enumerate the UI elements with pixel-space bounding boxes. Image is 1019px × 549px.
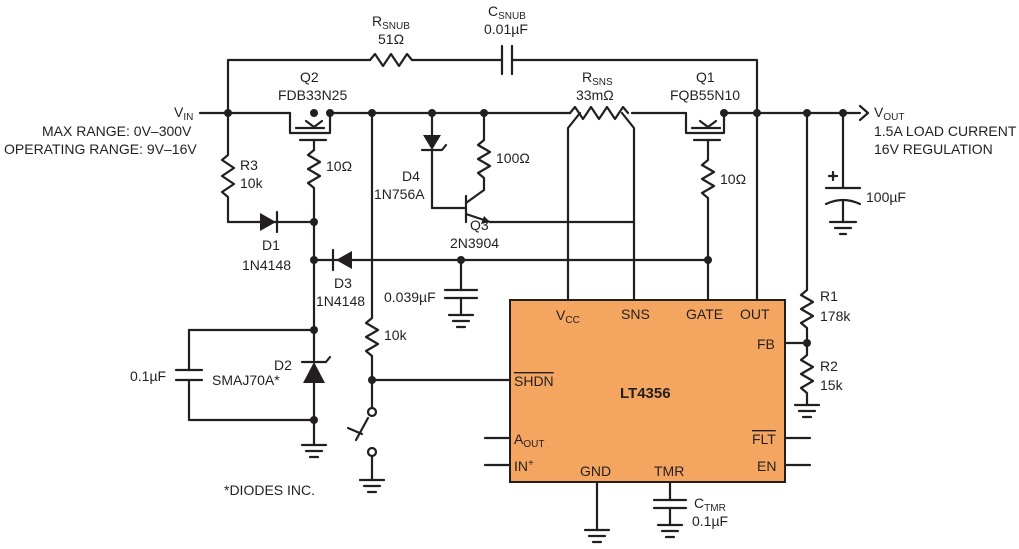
vout-load: 1.5A LOAD CURRENT bbox=[874, 123, 1017, 139]
pin-vcc: VCC bbox=[556, 307, 580, 326]
pin-en: EN bbox=[757, 458, 776, 474]
pin-tmr: TMR bbox=[654, 463, 684, 479]
ctmr-value: 0.1µF bbox=[692, 513, 728, 529]
d1-part: 1N4148 bbox=[242, 257, 291, 273]
pin-shdn: SHDN bbox=[514, 373, 554, 389]
feedback-divider bbox=[783, 111, 821, 419]
csnub-label: CSNUB bbox=[488, 3, 526, 22]
csnub-value: 0.01µF bbox=[484, 21, 528, 37]
q3-res-value: 100Ω bbox=[496, 150, 530, 166]
d4-part: 1N756A bbox=[374, 186, 425, 202]
cout-value: 100µF bbox=[866, 189, 906, 205]
r10k-value: 10k bbox=[384, 327, 408, 343]
vin-label: VIN bbox=[174, 104, 193, 123]
r3-resistor bbox=[220, 111, 260, 224]
pin-out: OUT bbox=[740, 306, 770, 322]
r2-label: R2 bbox=[820, 358, 838, 374]
chip-name: LT4356 bbox=[620, 385, 671, 402]
r3-label: R3 bbox=[240, 157, 258, 173]
r3-value: 10k bbox=[240, 175, 264, 191]
shdn-pullup-switch bbox=[346, 111, 512, 494]
capacitor-039 bbox=[443, 258, 479, 329]
d1-diode bbox=[256, 210, 316, 234]
main-rail bbox=[198, 104, 870, 122]
pin-fb: FB bbox=[757, 336, 775, 352]
q3-part: 2N3904 bbox=[450, 235, 499, 251]
d4-zener bbox=[420, 111, 448, 210]
lt4356-chip bbox=[483, 299, 812, 544]
q2-gate-resistor bbox=[306, 148, 322, 332]
vin-max-range: MAX RANGE: 0V–300V bbox=[42, 123, 192, 139]
snubber-network bbox=[226, 44, 759, 115]
q2-part: FDB33N25 bbox=[278, 87, 347, 103]
d2-label: D2 bbox=[274, 357, 292, 373]
pin-in: IN+ bbox=[514, 458, 534, 474]
output-capacitor bbox=[824, 111, 862, 236]
d3-label: D3 bbox=[334, 275, 352, 291]
pin-aout: AOUT bbox=[514, 431, 544, 450]
rsns-value: 33mΩ bbox=[576, 87, 614, 103]
q1-label: Q1 bbox=[696, 69, 715, 85]
q3-label: Q3 bbox=[470, 217, 489, 233]
d3-part: 1N4148 bbox=[316, 293, 365, 309]
q2-mosfet bbox=[288, 111, 332, 152]
q1-gate-resistor bbox=[700, 148, 716, 302]
rsns-label: RSNS bbox=[582, 69, 613, 88]
d1-label: D1 bbox=[262, 237, 280, 253]
pin-sns: SNS bbox=[621, 306, 650, 322]
c01-value: 0.1µF bbox=[130, 368, 166, 384]
rsnub-value: 51Ω bbox=[378, 31, 404, 47]
d2-tvs-network bbox=[174, 328, 332, 459]
d4-label: D4 bbox=[402, 168, 420, 184]
pin-gate: GATE bbox=[686, 306, 723, 322]
junction-dots bbox=[224, 109, 847, 424]
vout-label: VOUT bbox=[874, 104, 904, 123]
pin-gnd: GND bbox=[580, 463, 611, 479]
q2-gate-res-value: 10Ω bbox=[326, 158, 352, 174]
footnote: *DIODES INC. bbox=[224, 482, 315, 498]
r1-label: R1 bbox=[820, 288, 838, 304]
r2-value: 15k bbox=[820, 377, 844, 393]
q3-transistor bbox=[430, 111, 636, 224]
pin-flt: FLT bbox=[752, 431, 776, 447]
q2-label: Q2 bbox=[300, 69, 319, 85]
d3-diode bbox=[312, 248, 710, 272]
rsnub-label: RSNUB bbox=[372, 13, 410, 32]
rsns-resistor bbox=[566, 105, 636, 302]
q1-mosfet bbox=[684, 111, 726, 152]
q1-gate-res-value: 10Ω bbox=[720, 171, 746, 187]
vout-regulation: 16V REGULATION bbox=[874, 141, 993, 157]
q1-part: FQB55N10 bbox=[670, 87, 740, 103]
r1-value: 178k bbox=[820, 308, 851, 324]
ctmr-label: CTMR bbox=[694, 495, 726, 514]
c039-value: 0.039µF bbox=[384, 289, 436, 305]
vin-operating-range: OPERATING RANGE: 9V–16V bbox=[4, 141, 197, 157]
d2-part: SMAJ70A* bbox=[212, 372, 280, 388]
